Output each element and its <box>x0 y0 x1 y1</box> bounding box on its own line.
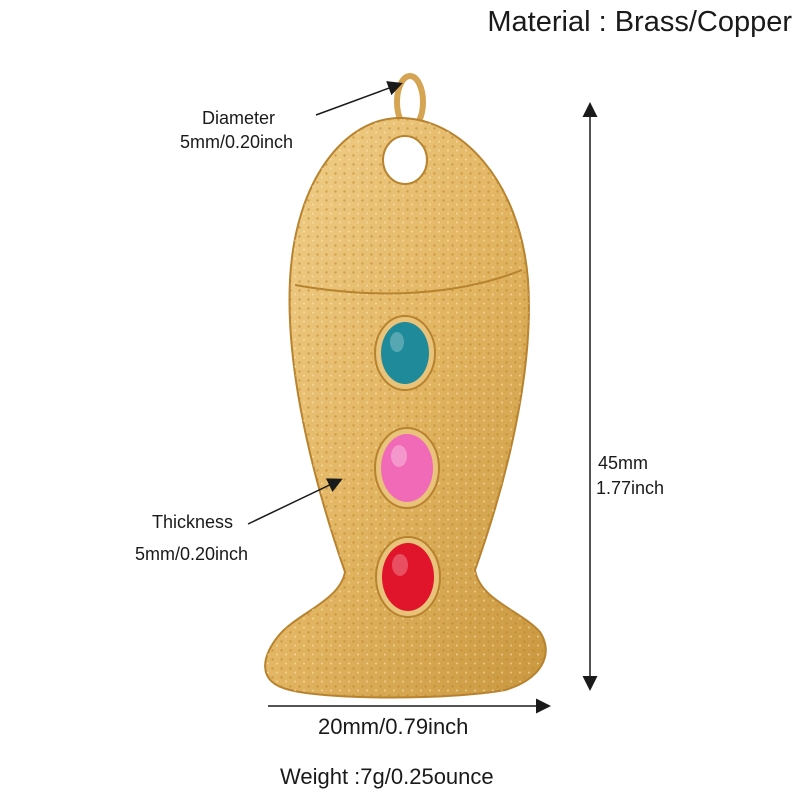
diameter-label: Diameter <box>202 108 276 128</box>
diameter-arrow <box>315 81 403 116</box>
fish-pendant <box>264 116 547 699</box>
hanging-hole <box>382 135 428 185</box>
diameter-value: 5mm/0.20inch <box>180 132 294 152</box>
material-title: Material : Brass/Copper <box>487 6 792 38</box>
thickness-label: Thickness <box>152 512 234 532</box>
length-mm: 45mm <box>598 453 649 473</box>
width-value: 20mm/0.79inch <box>318 714 469 739</box>
length-inch: 1.77inch <box>596 478 665 498</box>
weight-value: Weight :7g/0.25ounce <box>280 764 494 789</box>
thickness-value: 5mm/0.20inch <box>135 544 249 564</box>
gill-line <box>294 269 523 295</box>
thickness-arrow <box>247 478 343 525</box>
